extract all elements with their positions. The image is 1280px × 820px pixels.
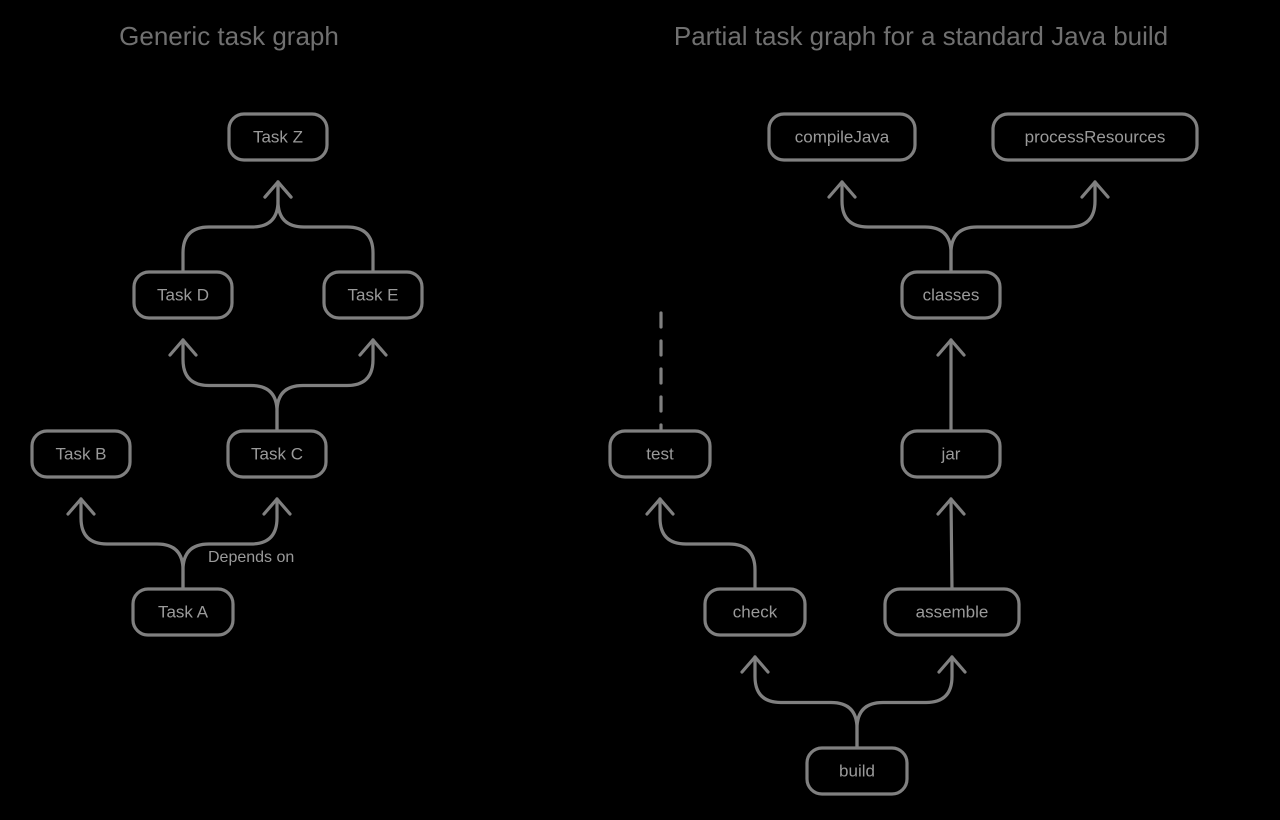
task-node-shape-taskD <box>132 270 234 320</box>
task-node-label-taskC: Task C <box>251 444 303 463</box>
task-node-shape-taskB <box>30 429 132 479</box>
nodes-layer: Task Z Task D Task E Task B Task C Task A comp… <box>30 112 1199 796</box>
task-node-label-test: test <box>646 444 674 463</box>
titles-layer: Generic task graph Partial task graph for… <box>119 21 1168 51</box>
task-node-label-taskE: Task E <box>347 285 398 304</box>
panel-title-java: Partial task graph for a standard Java b… <box>674 21 1168 51</box>
task-node-label-taskA: Task A <box>158 602 209 621</box>
arrow-taskC-to-taskE <box>358 338 388 357</box>
edge-label-depends-on: Depends on <box>208 549 294 566</box>
task-node-assemble[interactable]: assemble <box>883 587 1021 637</box>
task-node-label-classes: classes <box>923 285 980 304</box>
panel-title-generic: Generic task graph <box>119 21 339 51</box>
edge-labels-layer: Depends on <box>208 549 294 566</box>
task-node-shape-classes <box>900 270 1002 320</box>
arrow-classes-to-compileJava <box>827 180 857 199</box>
task-node-shape-taskZ <box>227 112 329 162</box>
task-node-shape-taskA <box>131 587 235 637</box>
task-node-processResources[interactable]: processResources <box>991 112 1199 162</box>
arrow-assemble-to-jar <box>936 497 966 516</box>
edge-build-to-check <box>753 655 859 750</box>
task-node-taskZ[interactable]: Task Z <box>227 112 329 162</box>
edge-assemble-to-jar <box>949 497 954 591</box>
task-node-shape-taskE <box>322 270 424 320</box>
task-node-taskD[interactable]: Task D <box>132 270 234 320</box>
edge-check-to-test <box>658 497 757 591</box>
edge-taskA-to-taskB <box>79 497 185 591</box>
task-node-label-processResources: processResources <box>1025 127 1166 146</box>
task-node-label-build: build <box>839 761 875 780</box>
task-node-label-check: check <box>733 602 778 621</box>
task-node-taskC[interactable]: Task C <box>226 429 328 479</box>
edge-taskC-to-taskE <box>275 338 375 433</box>
arrow-check-to-test <box>645 497 675 516</box>
task-node-label-taskD: Task D <box>157 285 209 304</box>
task-node-shape-compileJava <box>767 112 917 162</box>
arrow-taskC-to-taskD <box>168 338 198 357</box>
task-node-shape-check <box>703 587 807 637</box>
edge-taskE-to-taskZ <box>276 180 375 274</box>
edge-taskC-to-taskD <box>181 338 279 433</box>
task-node-compileJava[interactable]: compileJava <box>767 112 917 162</box>
task-node-taskE[interactable]: Task E <box>322 270 424 320</box>
edge-classes-to-processResources <box>949 180 1097 274</box>
task-node-shape-taskC <box>226 429 328 479</box>
task-node-label-jar: jar <box>941 444 961 463</box>
edge-taskD-to-taskZ <box>181 180 280 274</box>
arrow-build-to-assemble <box>937 655 967 674</box>
arrow-taskA-to-taskC <box>262 497 292 516</box>
edge-taskA-to-taskC <box>181 497 279 591</box>
arrow-taskE-to-taskZ <box>263 180 293 199</box>
arrow-taskA-to-taskB <box>66 497 96 516</box>
task-node-shape-assemble <box>883 587 1021 637</box>
edge-classes-to-compileJava <box>840 180 953 274</box>
task-node-label-taskZ: Task Z <box>253 127 303 146</box>
task-node-classes[interactable]: classes <box>900 270 1002 320</box>
task-node-taskB[interactable]: Task B <box>30 429 132 479</box>
edges-layer <box>66 180 1110 750</box>
task-node-shape-jar <box>900 429 1002 479</box>
arrow-classes-to-processResources <box>1080 180 1110 199</box>
task-node-check[interactable]: check <box>703 587 807 637</box>
task-node-build[interactable]: build <box>805 746 909 796</box>
task-node-shape-build <box>805 746 909 796</box>
task-node-label-compileJava: compileJava <box>795 127 890 146</box>
task-node-taskA[interactable]: Task A <box>131 587 235 637</box>
arrow-jar-to-classes <box>936 338 966 357</box>
task-node-jar[interactable]: jar <box>900 429 1002 479</box>
task-node-shape-test <box>608 429 712 479</box>
arrow-build-to-check <box>740 655 770 674</box>
task-node-label-assemble: assemble <box>916 602 989 621</box>
task-node-test[interactable]: test <box>608 429 712 479</box>
task-node-shape-processResources <box>991 112 1199 162</box>
edge-build-to-assemble <box>855 655 954 750</box>
task-node-label-taskB: Task B <box>55 444 106 463</box>
